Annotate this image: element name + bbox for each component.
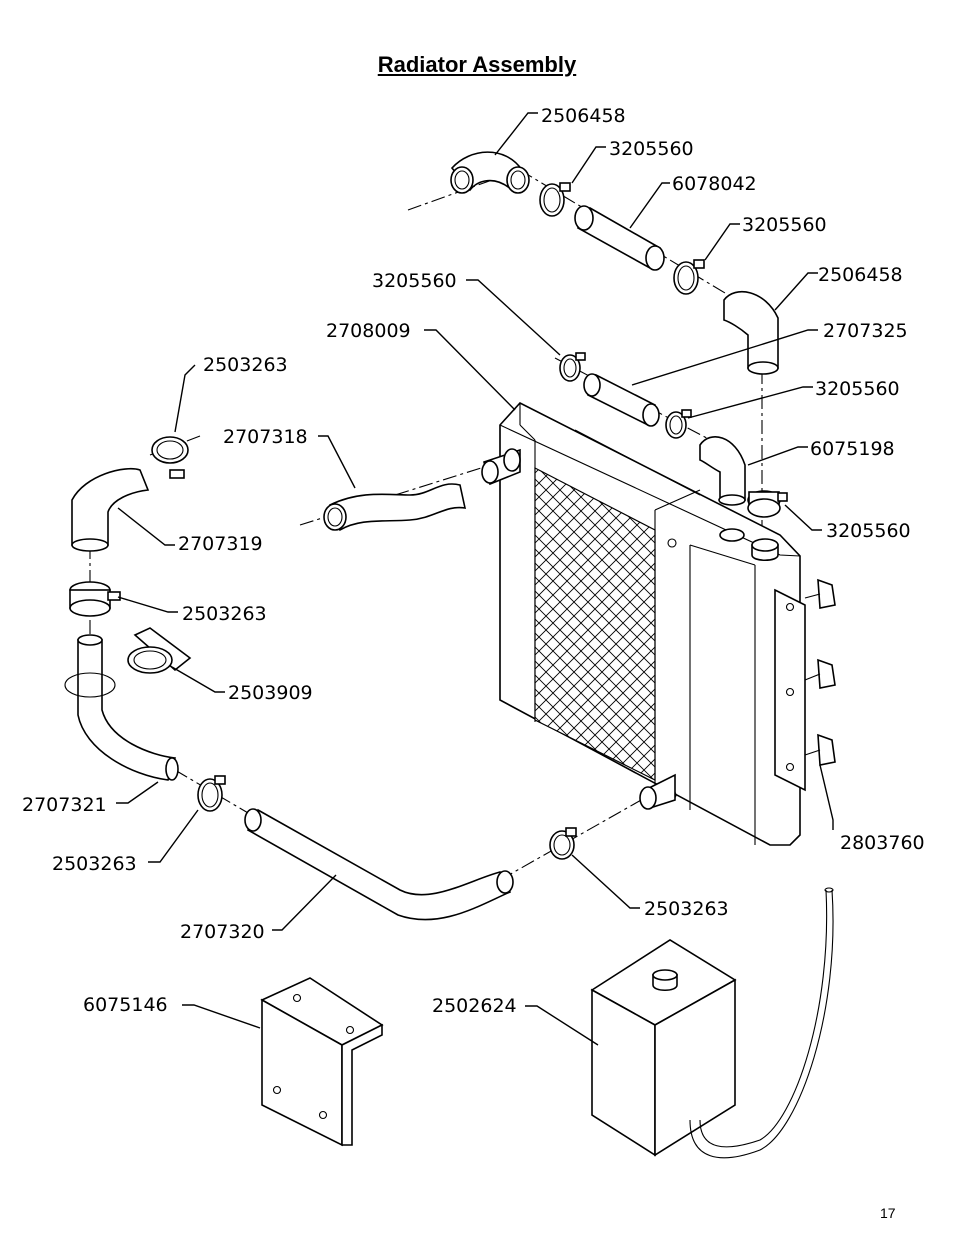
label-clamp-top-1: 3205560 [609, 138, 694, 160]
label-hose-short: 2707325 [823, 320, 908, 342]
straight-hose-top [574, 205, 665, 271]
label-clamp-neck: 3205560 [826, 520, 911, 542]
label-lower-hose: 2707320 [180, 921, 265, 943]
label-elbow-left: 2707319 [178, 533, 263, 555]
label-clamp-mid-left: 3205560 [372, 270, 457, 292]
lower-left-pipe [64, 634, 179, 781]
hose-clamp-lower-right [549, 827, 577, 860]
hose-clamp-neck [747, 490, 788, 518]
label-clamp-top-2: 3205560 [742, 214, 827, 236]
label-pipe-left: 2707321 [22, 794, 107, 816]
label-hose-elbow-small: 6075198 [810, 438, 895, 460]
label-overflow-tank: 2502624 [432, 995, 517, 1017]
label-bracket: 6075146 [83, 994, 168, 1016]
hose-clamp-lower-left [197, 775, 226, 812]
rubber-mounts [804, 578, 836, 766]
label-radiator: 2708009 [326, 320, 411, 342]
hose-clamp-mid-left [559, 352, 586, 382]
label-clamp-left: 2503263 [182, 603, 267, 625]
label-elbow-right: 2506458 [818, 264, 903, 286]
hose-clamp-top-2 [673, 259, 705, 295]
small-elbow-hose [699, 436, 746, 506]
side-mount-strip [774, 588, 806, 792]
hose-clamp-mid-right [665, 409, 692, 439]
overflow-tank [590, 887, 834, 1159]
label-clamp-upper-left: 2503263 [203, 354, 288, 376]
label-hose-top: 6078042 [672, 173, 757, 195]
label-clamp-lower-right: 2503263 [644, 898, 729, 920]
label-upper-hose: 2707318 [223, 426, 308, 448]
elbow-fitting-right [723, 290, 779, 375]
hose-clamp-upper-left [151, 436, 189, 479]
page-title: Radiator Assembly [377, 52, 577, 77]
lower-elbow-hose [71, 468, 150, 552]
label-elbow-top: 2506458 [541, 105, 626, 127]
angle-bracket [260, 977, 384, 1147]
short-hose [583, 373, 660, 427]
leader-lines [116, 112, 834, 1046]
radiator-core [481, 402, 801, 846]
part-labels: 2506458 3205560 6078042 3205560 2506458 … [22, 105, 925, 1017]
label-clamp-lower-left: 2503263 [52, 853, 137, 875]
lower-radiator-hose [244, 808, 514, 921]
hose-clamp-top-1 [539, 182, 571, 217]
label-bracket-clamp: 2503909 [228, 682, 313, 704]
elbow-fitting-top [450, 151, 530, 194]
page-number: 17 [880, 1205, 896, 1221]
upper-radiator-hose [323, 483, 467, 532]
hose-clamp-left [69, 581, 121, 617]
pipe-support-clamp [127, 627, 192, 674]
label-clamp-mid-right: 3205560 [815, 378, 900, 400]
label-mounts: 2803760 [840, 832, 925, 854]
